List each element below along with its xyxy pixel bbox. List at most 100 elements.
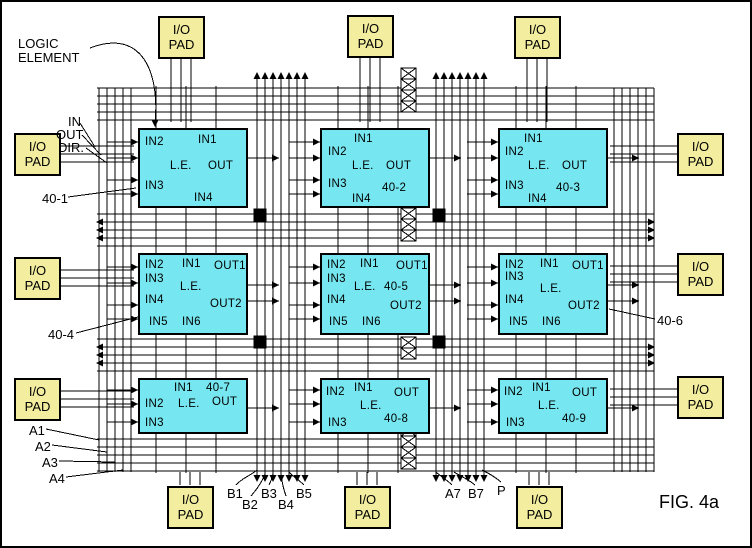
block-label: IN6 [362,316,381,328]
label-a4: A4 [49,471,65,486]
block-label: IN3 [145,180,164,192]
block-label: OUT [572,387,598,399]
block-label: IN1 [174,382,193,394]
block-label: L.E. [360,400,382,412]
label-b5: B5 [296,486,312,501]
block-label: L.E. [528,160,550,172]
block-label: IN1 [182,258,201,270]
io-pad-label-line2: PAD [24,277,51,293]
io-pad-label-line2: PAD [24,398,51,414]
io-pad-label-line1: I/O [528,21,547,37]
block-label: IN1 [360,258,379,270]
block-label: OUT [212,396,238,408]
io-pad-label-line1: I/O [361,20,380,36]
block-label: IN2 [145,259,164,271]
label-b7: B7 [468,486,484,501]
block-label: IN1 [524,133,543,145]
connection-square [432,208,446,222]
block-label: 40-9 [562,413,587,425]
block-label: OUT [562,160,588,172]
block-label: IN5 [329,316,348,328]
io-pad-label-line2: PAD [177,506,204,522]
label-out: OUT [56,127,84,142]
io-pad-label-line1: I/O [28,383,47,399]
io-pad-label-line1: I/O [358,491,377,507]
block-label: OUT2 [210,298,242,310]
connection-square [432,335,446,349]
io-pad-label-line1: I/O [181,491,200,507]
block-label: IN3 [145,273,164,285]
io-pad-label-line1: I/O [691,381,710,397]
block-label: IN4 [528,193,547,205]
label-a1: A1 [29,423,45,438]
label-a2: A2 [35,439,51,454]
block-label: IN3 [328,417,347,429]
block-label: OUT2 [568,300,600,312]
block-label: IN5 [509,316,528,328]
block-label: L.E. [538,400,560,412]
block-label: IN3 [505,180,524,192]
connection-square [253,208,267,222]
label-p: P [497,483,506,498]
block-label: IN3 [506,417,525,429]
label-40-6: 40-6 [657,313,684,328]
block-label: IN4 [327,294,346,306]
block-label: IN2 [505,259,524,271]
label-40-4: 40-4 [48,327,75,342]
label-a3: A3 [42,455,58,470]
io-pad-label-line2: PAD [357,35,384,51]
block-label: IN3 [327,273,346,285]
block-label: 40-8 [384,413,409,425]
io-pad-label-line2: PAD [687,273,714,289]
io-pad-label-line2: PAD [687,396,714,412]
label-a7: A7 [445,486,461,501]
label-element: ELEMENT [18,50,80,65]
block-label: IN2 [505,146,524,158]
figure-caption: FIG. 4a [659,492,720,512]
block-label: OUT1 [572,260,604,272]
block-label: IN1 [198,134,217,146]
label-dir: DIR. [58,140,84,155]
label-b3: B3 [261,486,277,501]
block-label: IN1 [354,382,373,394]
block-label: 40-3 [556,182,581,194]
leader-lines [45,42,656,497]
block-label: IN2 [326,386,345,398]
io-pad-label-line2: PAD [524,36,551,52]
label-b4: B4 [278,497,294,512]
block-label: L.E. [180,281,202,293]
block-label: OUT1 [396,260,428,272]
block-label: 40-7 [206,382,231,394]
block-label: IN2 [145,398,164,410]
block-label: IN3 [328,178,347,190]
label-b2: B2 [242,497,258,512]
block-label: IN3 [505,271,524,283]
label-logic: LOGIC [18,36,59,51]
io-pad-label-line1: I/O [691,138,710,154]
block-label: IN6 [182,316,201,328]
block-label: OUT [386,160,412,172]
label-in: IN [68,114,81,129]
grid-lines [60,58,677,485]
block-label: L.E. [170,160,192,172]
io-pad-label-line2: PAD [168,36,195,52]
io-pad-label-line1: I/O [691,258,710,274]
block-label: OUT1 [214,260,246,272]
block-label: 40-5 [384,281,409,293]
block-label: IN4 [505,294,524,306]
block-label: IN4 [194,192,213,204]
wire-arrows [96,72,655,482]
